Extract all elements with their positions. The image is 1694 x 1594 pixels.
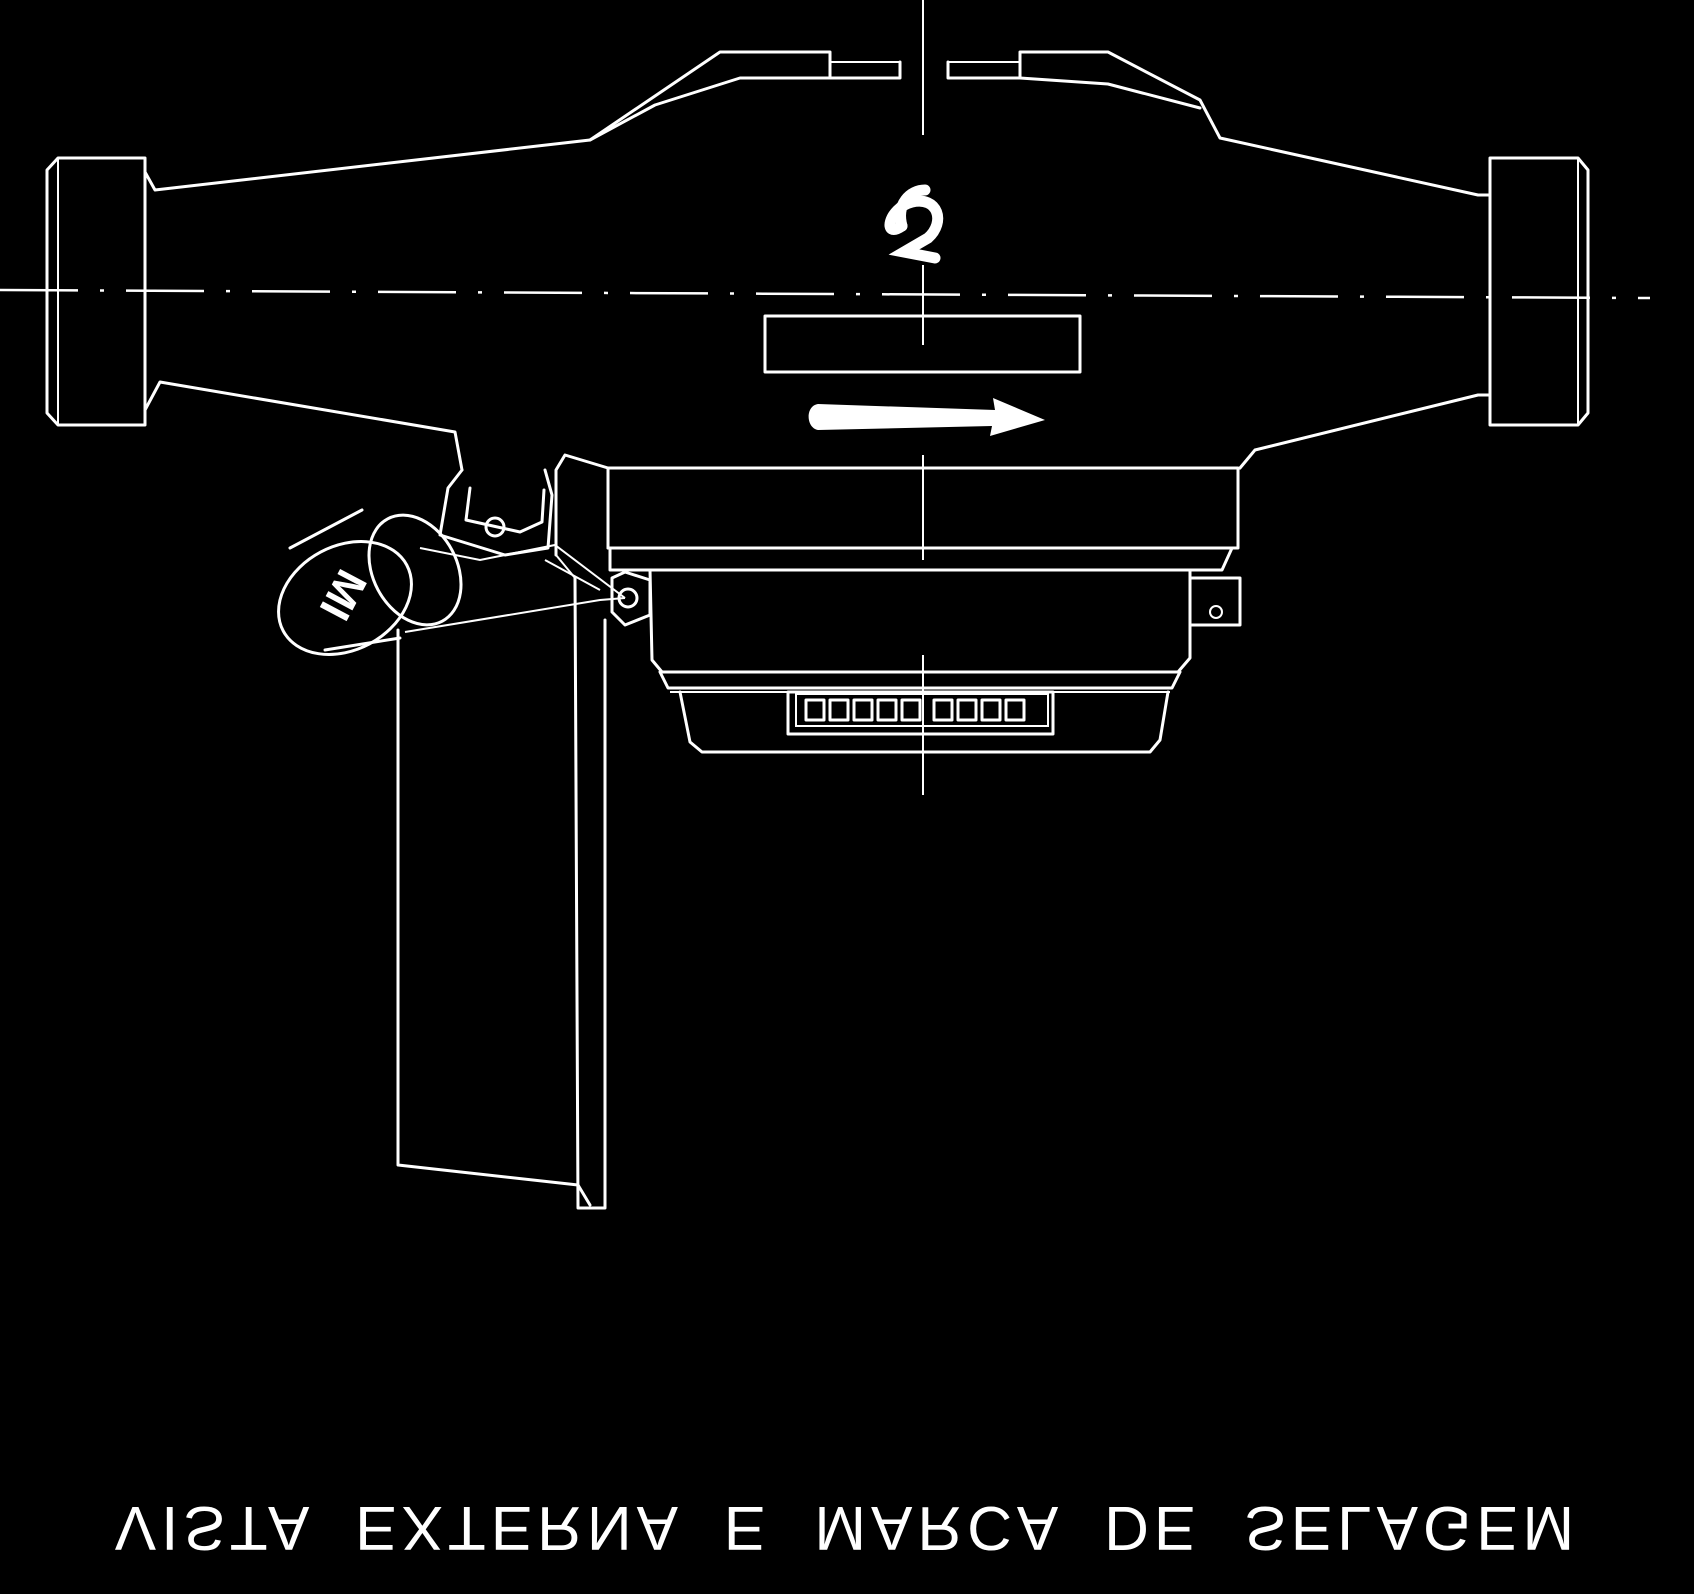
left-connector xyxy=(45,156,147,427)
register-housing xyxy=(606,466,1242,754)
seal-mark: MI xyxy=(310,562,376,628)
horizontal-center-axis xyxy=(0,288,1651,300)
flow-direction-arrow-icon xyxy=(808,398,1045,436)
lifting-hook-icon xyxy=(884,184,944,264)
register-lid xyxy=(396,453,610,1210)
meter-body xyxy=(143,50,1492,472)
right-connector xyxy=(1488,156,1590,427)
name-plate xyxy=(763,314,1082,374)
counter-display xyxy=(786,690,1055,736)
sealing-wire xyxy=(404,543,626,633)
seal-disc: MI xyxy=(277,508,463,656)
drawing-caption: VISTA EXTERNA E MARCA DE SELAGEM xyxy=(114,1493,1580,1562)
